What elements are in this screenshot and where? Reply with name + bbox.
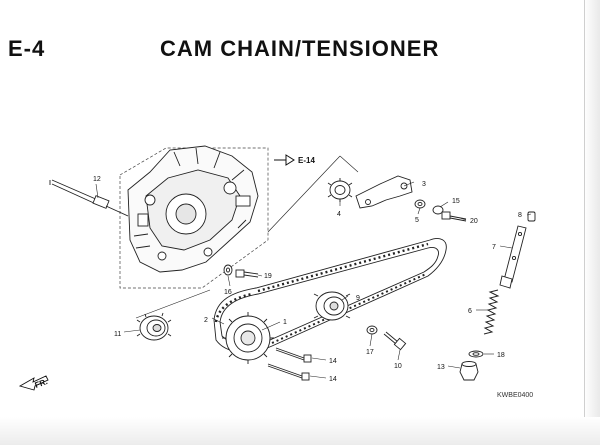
callout-9: 9 (356, 295, 360, 302)
callout-20: 20 (470, 218, 478, 225)
callout-2: 2 (204, 317, 208, 324)
drawing-code: KWBE0400 (497, 392, 534, 399)
scan-edge-line (584, 0, 585, 420)
callout-10: 10 (394, 363, 402, 370)
part-4-pulley (327, 178, 353, 202)
callout-12: 12 (93, 176, 101, 183)
callout-1: 1 (283, 319, 287, 326)
section-code: E-4 (8, 36, 46, 61)
part-15-washer (432, 205, 444, 215)
callout-17: 17 (366, 349, 374, 356)
part-1-crank-sprocket (222, 312, 274, 364)
callout-15: 15 (452, 198, 460, 205)
callout-8: 8 (518, 212, 522, 219)
callout-5: 5 (415, 217, 419, 224)
crankcase (127, 145, 259, 273)
part-14-bolt-upper (275, 347, 312, 363)
part-3-tensioner-arm (355, 175, 413, 209)
callout-13: 13 (437, 364, 445, 371)
part-16-washer (223, 264, 233, 276)
page-title: CAM CHAIN/TENSIONER (160, 36, 440, 61)
callout-19: 19 (264, 273, 272, 280)
part-6-spring (483, 289, 500, 335)
part-18-washer (468, 350, 484, 358)
callout-4: 4 (337, 211, 341, 218)
front-direction-arrow (18, 375, 49, 391)
part-5-collar (414, 199, 426, 209)
callout-18: 18 (497, 352, 505, 359)
callout-14-upper: 14 (329, 358, 337, 365)
scan-edge-right (584, 0, 600, 445)
part-19-bolt (235, 269, 259, 278)
callout-11: 11 (114, 331, 121, 338)
part-13-plug (459, 361, 479, 381)
callout-7: 7 (492, 244, 496, 251)
part-7-pushrod (499, 225, 527, 289)
leader-lines (95, 155, 532, 379)
part-20-bolt (441, 211, 467, 222)
reference-label: E-14 (298, 156, 315, 165)
part-14-bolt-lower (267, 363, 310, 381)
part-10-bolt (383, 331, 407, 351)
scan-edge-bottom (0, 417, 600, 445)
callout-6: 6 (468, 308, 472, 315)
reference-arrow (274, 154, 295, 166)
part-9-roller (313, 291, 351, 321)
front-direction-label: FR. (34, 377, 49, 390)
part-17-washer (366, 325, 378, 335)
part-12-stud-bolt (49, 179, 129, 217)
part-8-cap (527, 211, 536, 222)
callout-3: 3 (422, 181, 426, 188)
part-11-sprocket (136, 312, 172, 341)
callout-16: 16 (224, 289, 232, 296)
callout-14-lower: 14 (329, 376, 337, 383)
crankcase-outline-box (119, 147, 269, 289)
